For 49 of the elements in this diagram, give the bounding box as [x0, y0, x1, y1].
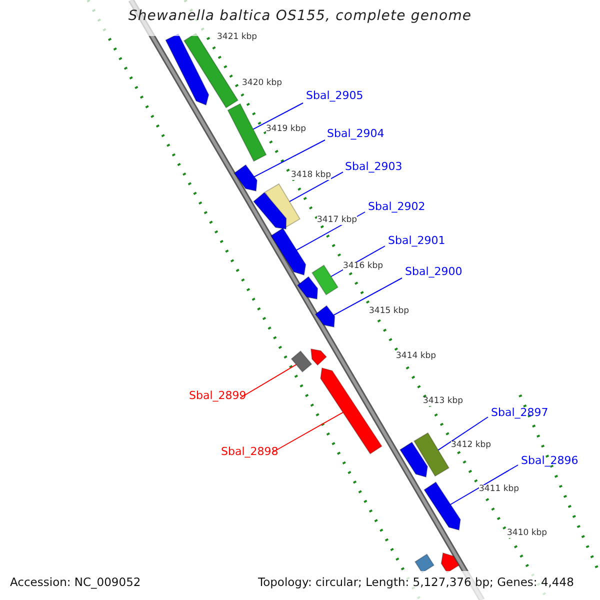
gene-bar [320, 367, 382, 454]
gene-bar [311, 264, 339, 296]
leader-line [450, 464, 518, 505]
gene-bar [252, 192, 287, 230]
leader-line [289, 172, 344, 202]
gene-bar [413, 432, 450, 477]
scale-label: 3420 kbp [242, 79, 282, 88]
gene-label: Sbal_2898 [221, 446, 278, 457]
genome-summary-text: Topology: circular; Length: 5,127,376 bp; Genes: 4,448 [258, 577, 574, 588]
accession-text: Accession: NC_009052 [10, 577, 141, 588]
gene-bar [414, 554, 435, 574]
gene-bar [314, 305, 336, 328]
scale-label: 3418 kbp [291, 171, 332, 180]
scale-label: 3411 kbp [479, 485, 520, 494]
gene-bar [310, 348, 328, 366]
scale-label: 3414 kbp [396, 352, 436, 360]
title: Shewanella baltica OS155, complete genome [127, 9, 473, 23]
leader-line [252, 102, 304, 130]
leader-line [333, 278, 402, 316]
leader-line [438, 416, 488, 451]
gene-bar [440, 552, 460, 574]
gene-label: Sbal_2901 [388, 235, 446, 246]
gene-bar [296, 276, 318, 300]
gene-bar [290, 350, 312, 373]
gene-label: Sbal_2903 [345, 161, 402, 172]
leader-line [254, 140, 326, 178]
gene-bar [399, 442, 428, 478]
gene-label: Sbal_2902 [368, 201, 426, 212]
gene-label: Sbal_2900 [405, 266, 462, 277]
scale-label: 3419 kbp [266, 125, 306, 134]
scale-label: 3412 kbp [451, 441, 492, 450]
gene-bar [165, 33, 210, 106]
gene-label: Sbal_2896 [521, 455, 578, 466]
gene-label: Sbal_2904 [327, 128, 384, 139]
scale-label: 3413 kbp [423, 397, 464, 406]
scale-label: 3410 kbp [507, 529, 548, 538]
scale-label: 3421 kbp [217, 33, 258, 42]
gene-bar [234, 164, 258, 192]
leader-line [272, 412, 344, 452]
gene-label: Sbal_2897 [491, 407, 548, 418]
scale-label: 3416 kbp [343, 262, 384, 270]
gene-label: Sbal_2905 [306, 90, 364, 101]
gene-bar [424, 481, 461, 531]
leader-line [240, 364, 297, 398]
gene-label: Sbal_2899 [189, 390, 246, 401]
gene-bar [227, 103, 267, 162]
scale-label: 3415 kbp [369, 307, 410, 316]
gene-bar [270, 228, 306, 276]
scale-label: 3417 kbp [317, 216, 358, 224]
